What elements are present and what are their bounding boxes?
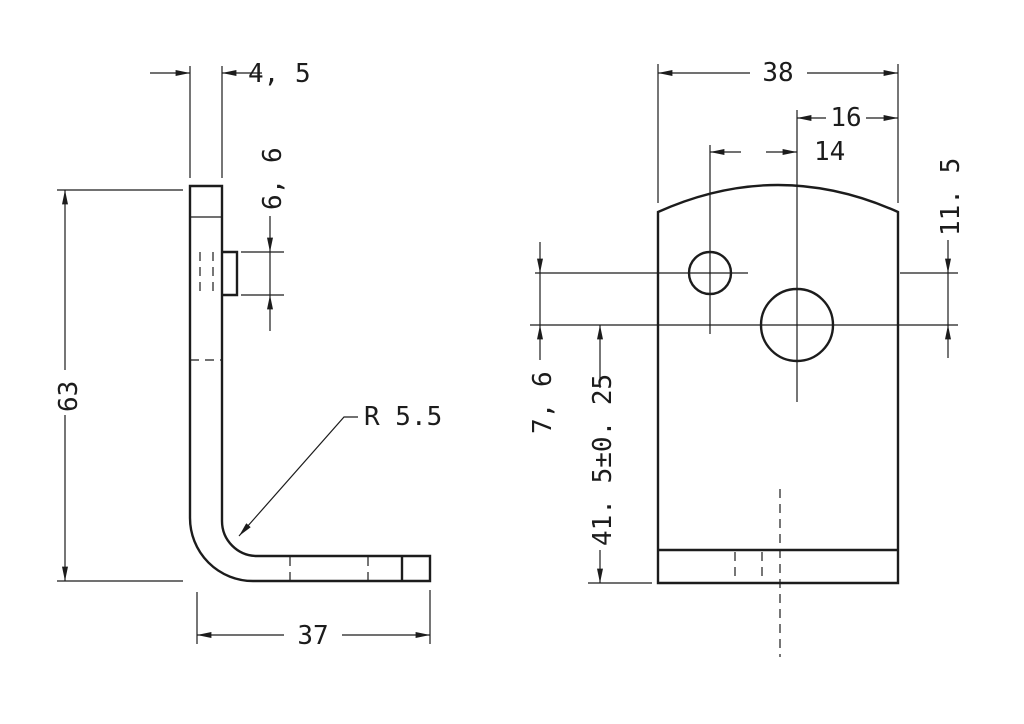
- leader-line: [238, 416, 358, 537]
- dim-label-hole-height-tolerance: 41. 5±0. 25: [588, 374, 618, 546]
- dim-label-hole-pitch: 14: [814, 137, 845, 167]
- dim-thickness: 4, 5: [150, 59, 311, 178]
- dim-hole-vertical-offset: 11. 5: [936, 158, 966, 358]
- front-view: 38 16 14 11. 5 7, 6: [528, 58, 966, 657]
- dim-hole-pitch: 14: [710, 137, 845, 167]
- dim-label-base-width: 37: [297, 621, 328, 651]
- dim-label-hole-edge-offset: 16: [830, 103, 861, 133]
- dim-height: 63: [54, 189, 183, 582]
- dim-label-tab-height: 6, 6: [258, 147, 288, 210]
- dim-hole-height-tolerance: 41. 5±0. 25: [588, 325, 652, 584]
- dim-label-small-hole-offset: 7, 6: [528, 371, 558, 434]
- dim-tab-height: 6, 6: [241, 147, 288, 331]
- dim-label-bend-radius: R 5.5: [364, 402, 442, 432]
- radius-callout: R 5.5: [238, 402, 442, 537]
- dim-base-width: 37: [196, 590, 431, 651]
- tab-outline: [222, 250, 239, 297]
- side-view: 4, 5 6, 6 63 37: [54, 59, 442, 651]
- side-view-outline: [188, 184, 432, 583]
- dim-label-width: 38: [762, 58, 793, 88]
- dim-label-thickness: 4, 5: [248, 59, 311, 89]
- dim-width: 38: [657, 58, 899, 203]
- dim-hole-edge-offset: 16: [797, 103, 898, 133]
- dim-small-hole-offset: 7, 6: [528, 242, 558, 434]
- front-view-outline: [656, 183, 900, 585]
- dim-label-height: 63: [54, 381, 84, 412]
- dim-label-hole-vertical-offset: 11. 5: [936, 158, 966, 236]
